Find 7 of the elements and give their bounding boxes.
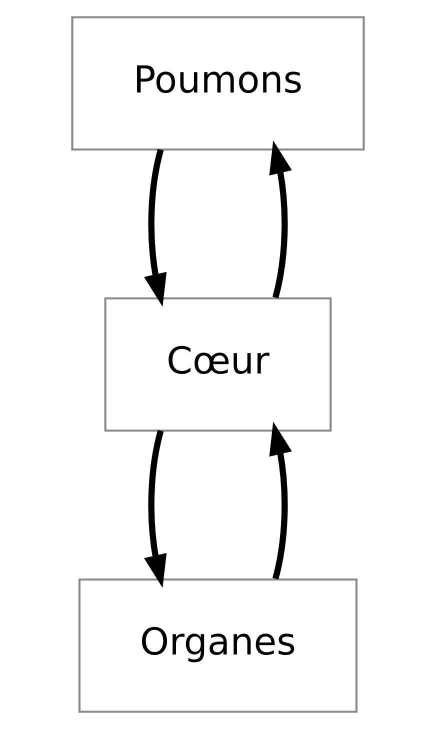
node-box: Organes (78, 578, 358, 713)
arrow (268, 422, 292, 580)
arrow (268, 140, 292, 298)
node-box: Poumons (70, 16, 364, 151)
arrow (144, 430, 166, 588)
node-box: Cœur (104, 297, 332, 432)
arrow (144, 148, 166, 307)
